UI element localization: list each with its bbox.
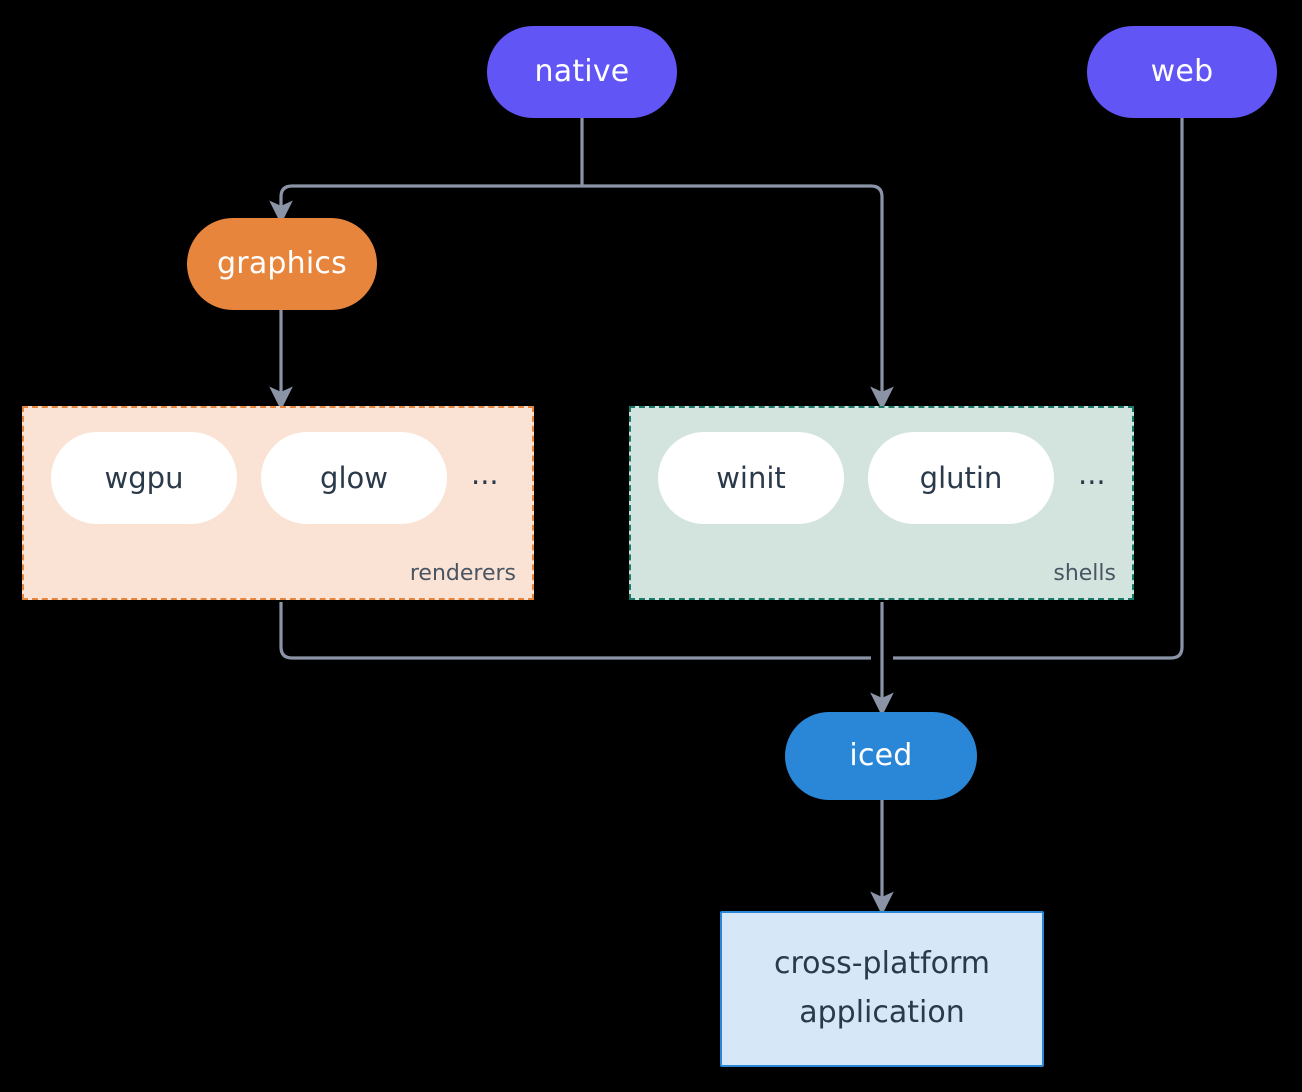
node-iced-label: iced	[849, 737, 913, 773]
group-shells-caption: shells	[1053, 561, 1116, 586]
node-web[interactable]: web	[1087, 26, 1277, 118]
shells-overflow-ellipsis: ...	[1078, 456, 1106, 491]
group-renderers: wgpu glow ... renderers	[22, 406, 534, 600]
group-shells-items: winit glutin ...	[631, 432, 1132, 524]
group-renderers-items: wgpu glow ...	[24, 432, 532, 524]
group-shells: winit glutin ... shells	[629, 406, 1134, 600]
node-application-label-line2: application	[799, 995, 965, 1030]
node-glutin[interactable]: glutin	[868, 432, 1054, 524]
node-glow[interactable]: glow	[261, 432, 447, 524]
node-native[interactable]: native	[487, 26, 677, 118]
node-native-label: native	[534, 53, 630, 89]
edge-renderers-to-merge	[279, 602, 871, 660]
node-wgpu[interactable]: wgpu	[51, 432, 237, 524]
renderers-overflow-ellipsis: ...	[471, 456, 499, 491]
node-glutin-label: glutin	[919, 461, 1003, 495]
node-application-label-line1: cross-platform	[773, 946, 991, 982]
node-iced[interactable]: iced	[785, 712, 977, 800]
group-renderers-caption: renderers	[409, 561, 516, 586]
edge-native-to-shells	[582, 184, 894, 411]
node-glow-label: glow	[320, 461, 388, 495]
node-wgpu-label: wgpu	[104, 461, 184, 495]
node-winit[interactable]: winit	[658, 432, 844, 524]
node-graphics[interactable]: graphics	[187, 218, 377, 310]
node-graphics-label: graphics	[217, 245, 347, 281]
node-cross-platform-application[interactable]: cross-platform application	[720, 911, 1044, 1067]
node-web-label: web	[1150, 53, 1214, 89]
edge-native-to-graphics	[269, 184, 582, 225]
node-winit-label: winit	[716, 461, 786, 495]
